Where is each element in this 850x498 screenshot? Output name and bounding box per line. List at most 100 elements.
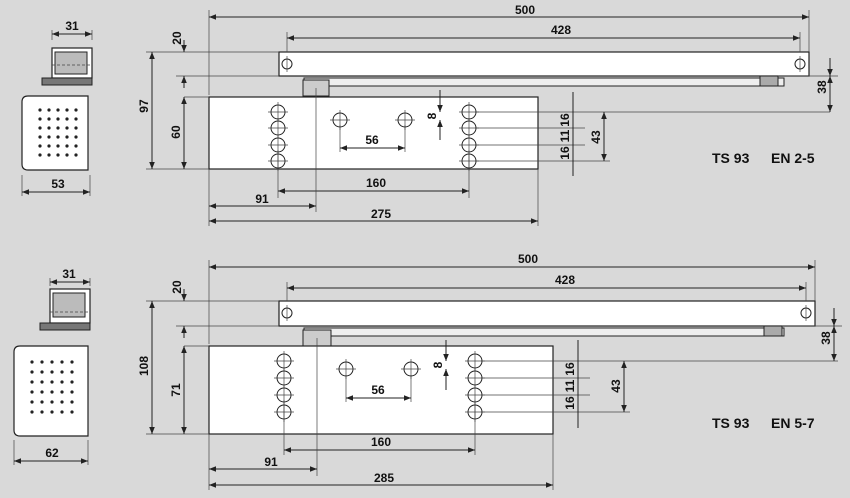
vent-dot xyxy=(47,108,51,112)
vent-dot xyxy=(74,144,78,148)
bottom-dim-108: 108 xyxy=(137,356,151,376)
vent-dot xyxy=(70,360,74,364)
vent-dot xyxy=(47,135,51,139)
bottom-dim-38: 38 xyxy=(819,331,833,345)
top-model-size: EN 2-5 xyxy=(771,150,815,166)
top-dim-31: 31 xyxy=(65,19,79,33)
vent-dot xyxy=(70,400,74,404)
vent-dot xyxy=(40,360,44,364)
vent-dot xyxy=(65,135,69,139)
vent-dot xyxy=(30,360,34,364)
top-dim-11: 11 xyxy=(558,129,572,142)
bottom-dim-16b: 16 xyxy=(563,396,577,410)
bottom-dim-62: 62 xyxy=(45,446,59,460)
vent-dot xyxy=(60,380,64,384)
top-side-view: 31 53 xyxy=(21,19,93,196)
vent-dot xyxy=(38,126,42,130)
vent-dot xyxy=(74,153,78,157)
vent-dot xyxy=(40,370,44,374)
vent-dot xyxy=(38,108,42,112)
bottom-dim-16a: 16 xyxy=(563,362,577,376)
top-dim-91: 91 xyxy=(255,192,269,206)
vent-dot xyxy=(47,144,51,148)
vent-dot xyxy=(30,400,34,404)
vent-dot xyxy=(74,108,78,112)
bottom-dim-71: 71 xyxy=(169,383,183,397)
vent-dot xyxy=(60,390,64,394)
vent-dot xyxy=(38,117,42,121)
vent-dot xyxy=(47,153,51,157)
vent-dot xyxy=(30,410,34,414)
vent-dot xyxy=(56,153,60,157)
vent-dot xyxy=(50,380,54,384)
vent-dot xyxy=(65,153,69,157)
vent-dot xyxy=(50,400,54,404)
top-model-title: TS 93 xyxy=(712,150,750,166)
bottom-side-view: 31 62 xyxy=(13,267,91,465)
bottom-dim-11: 11 xyxy=(563,379,577,392)
vent-dot xyxy=(56,117,60,121)
vent-dot xyxy=(56,135,60,139)
top-dim-500: 500 xyxy=(515,3,535,17)
vent-dot xyxy=(40,390,44,394)
vent-dot xyxy=(65,144,69,148)
top-dim-56: 56 xyxy=(365,133,379,147)
vent-dot xyxy=(60,360,64,364)
vent-dot xyxy=(30,380,34,384)
vent-dot xyxy=(40,410,44,414)
vent-dot xyxy=(60,370,64,374)
vent-dot xyxy=(56,126,60,130)
bottom-dim-428: 428 xyxy=(555,273,575,287)
vent-dot xyxy=(74,126,78,130)
vent-dot xyxy=(65,126,69,130)
vent-dot xyxy=(47,117,51,121)
vent-dot xyxy=(30,370,34,374)
top-dim-53: 53 xyxy=(51,177,65,191)
top-dim-60: 60 xyxy=(169,125,183,139)
bottom-dim-500: 500 xyxy=(518,252,538,266)
vent-dot xyxy=(38,144,42,148)
bottom-dim-31: 31 xyxy=(62,267,76,281)
top-dim-20: 20 xyxy=(170,31,184,45)
vent-dot xyxy=(50,360,54,364)
vent-dot xyxy=(70,410,74,414)
vent-dot xyxy=(65,117,69,121)
bottom-dim-91: 91 xyxy=(264,455,278,469)
vent-dot xyxy=(70,380,74,384)
top-dim-160: 160 xyxy=(366,176,386,190)
bottom-model-size: EN 5-7 xyxy=(771,415,815,431)
vent-dot xyxy=(74,135,78,139)
vent-dot xyxy=(70,390,74,394)
vent-dot xyxy=(74,117,78,121)
top-front-view: 500 428 20 97 60 56 xyxy=(137,3,838,226)
bottom-dim-8: 8 xyxy=(431,361,445,368)
top-dim-38: 38 xyxy=(815,80,829,94)
bottom-dim-56: 56 xyxy=(371,383,385,397)
bottom-dim-160: 160 xyxy=(371,435,391,449)
bottom-dim-20: 20 xyxy=(170,280,184,294)
vent-dot xyxy=(65,108,69,112)
top-dim-97: 97 xyxy=(137,99,151,113)
vent-dot xyxy=(56,144,60,148)
vent-dot xyxy=(50,390,54,394)
vent-dot xyxy=(38,135,42,139)
bottom-side-dot-grid xyxy=(30,360,74,414)
top-dim-8: 8 xyxy=(425,112,439,119)
vent-dot xyxy=(60,400,64,404)
top-side-dot-grid xyxy=(38,108,78,157)
bottom-model-title: TS 93 xyxy=(712,415,750,431)
vent-dot xyxy=(60,410,64,414)
bottom-dim-43: 43 xyxy=(609,379,623,393)
top-dim-428: 428 xyxy=(551,23,571,37)
vent-dot xyxy=(40,380,44,384)
vent-dot xyxy=(70,370,74,374)
top-dim-16a: 16 xyxy=(558,113,572,127)
top-dim-275: 275 xyxy=(371,207,391,221)
top-dim-43: 43 xyxy=(589,130,603,144)
vent-dot xyxy=(47,126,51,130)
bottom-dim-285: 285 xyxy=(374,471,394,485)
top-drawing: 31 53 500 xyxy=(21,3,838,226)
vent-dot xyxy=(30,390,34,394)
vent-dot xyxy=(56,108,60,112)
